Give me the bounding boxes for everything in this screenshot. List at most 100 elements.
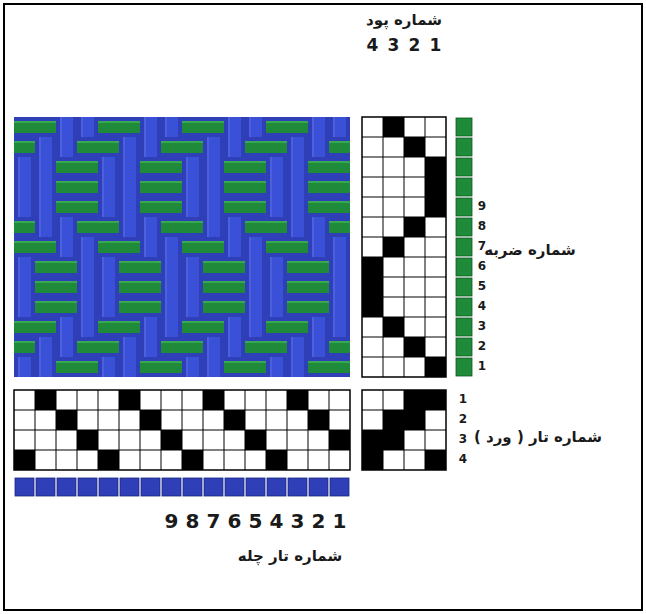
warp-float (207, 177, 220, 197)
warp-float (18, 157, 31, 177)
filled-cell (140, 410, 161, 430)
weft-float (35, 321, 56, 333)
weft-float (140, 361, 161, 373)
weft-float (287, 301, 308, 313)
weft-highlight (56, 301, 77, 303)
weft-highlight (56, 201, 77, 203)
filled-cell (404, 390, 425, 410)
warp-float (312, 217, 325, 237)
warp-float (270, 157, 283, 177)
warp-highlight (124, 137, 125, 157)
weft-float (77, 201, 98, 213)
warp-highlight (292, 337, 293, 357)
warp-float (165, 317, 178, 337)
weft-float (161, 341, 182, 353)
filled-cell (383, 237, 404, 257)
weft-highlight (119, 301, 140, 303)
warp-highlight (250, 257, 251, 277)
filled-cell (404, 137, 425, 157)
grid-line (362, 217, 446, 218)
weft-highlight (56, 281, 77, 283)
warp-float (165, 117, 178, 137)
weft-highlight (77, 201, 98, 203)
warp-highlight (292, 217, 293, 237)
weft-float (77, 181, 98, 193)
warp-number: 6 (228, 510, 242, 532)
warp-float (186, 257, 199, 277)
weft-highlight (308, 181, 329, 183)
warp-highlight (82, 277, 83, 297)
weft-highlight (203, 321, 224, 323)
warp-highlight (145, 217, 146, 237)
weft-float (161, 201, 182, 213)
weft-highlight (35, 281, 56, 283)
warp-float (144, 237, 157, 257)
filled-cell (56, 410, 77, 430)
warp-float (123, 137, 136, 157)
weft-float (56, 201, 77, 213)
weft-highlight (14, 141, 35, 143)
filled-cell (182, 450, 203, 470)
filled-cell (329, 430, 350, 450)
warp-highlight (292, 357, 293, 377)
weft-highlight (35, 301, 56, 303)
warp-highlight (40, 217, 41, 237)
warp-float (102, 357, 115, 377)
warp-highlight (250, 117, 251, 137)
weft-float (308, 261, 329, 273)
warp-float (186, 197, 199, 217)
weft-float (98, 121, 119, 133)
weft-highlight (140, 281, 161, 283)
weft-highlight (224, 261, 245, 263)
warp-highlight (271, 297, 272, 317)
weft-highlight (77, 361, 98, 363)
warp-highlight (82, 117, 83, 137)
warp-float (186, 157, 199, 177)
weft-highlight (119, 241, 140, 243)
warp-float (81, 297, 94, 317)
filled-cell (119, 390, 140, 410)
weft-float (14, 241, 35, 253)
axis-title: شماره پود (366, 12, 442, 29)
weft-float (77, 361, 98, 373)
grid-line (362, 297, 446, 298)
weft-highlight (266, 221, 287, 223)
weft-highlight (203, 121, 224, 123)
weft-highlight (308, 281, 329, 283)
weft-float (161, 141, 182, 153)
weft-number: 2 (409, 36, 421, 55)
warp-highlight (187, 257, 188, 277)
weft-highlight (329, 201, 350, 203)
tie-up-grid (362, 390, 446, 470)
weft-float (77, 141, 98, 153)
pick-number: 4 (478, 300, 486, 313)
weft-highlight (77, 341, 98, 343)
weft-color-square (456, 238, 472, 256)
warp-color-square (15, 478, 34, 496)
warp-highlight (103, 177, 104, 197)
weft-highlight (161, 161, 182, 163)
warp-highlight (145, 337, 146, 357)
warp-float (291, 137, 304, 157)
warp-float (81, 277, 94, 297)
warp-color-square (204, 478, 223, 496)
warp-highlight (166, 317, 167, 337)
weft-highlight (329, 181, 350, 183)
warp-highlight (187, 157, 188, 177)
weft-highlight (287, 261, 308, 263)
weft-highlight (98, 341, 119, 343)
filled-cell (425, 450, 446, 470)
weft-float (98, 221, 119, 233)
warp-highlight (208, 357, 209, 377)
warp-float (312, 237, 325, 257)
weft-float (140, 201, 161, 213)
axis-title: شماره ضربه (484, 242, 576, 259)
weft-float (224, 281, 245, 293)
weft-highlight (14, 321, 35, 323)
weft-float (308, 301, 329, 313)
weft-float (98, 341, 119, 353)
weft-color-square (456, 118, 472, 136)
warp-float (312, 137, 325, 157)
warp-float (333, 117, 346, 137)
warp-color-square (120, 478, 139, 496)
